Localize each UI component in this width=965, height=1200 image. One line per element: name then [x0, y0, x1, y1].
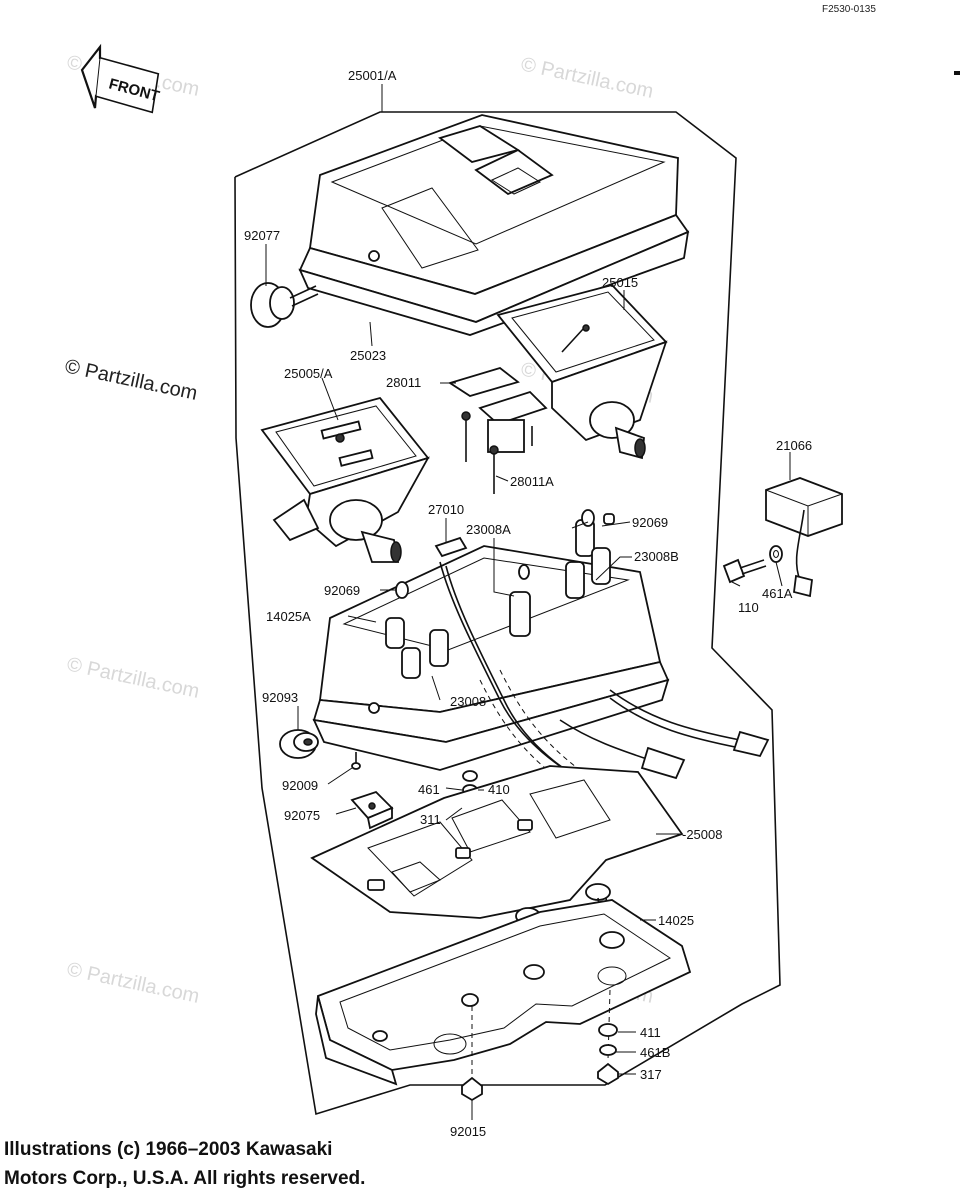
label-411: 411 [640, 1025, 661, 1040]
trip-knob [250, 282, 319, 328]
label-14025: 14025 [658, 913, 694, 928]
label-25015: 25015 [602, 275, 638, 290]
corner-mark [954, 71, 960, 75]
label-25023: 25023 [350, 348, 386, 363]
label-27010: 27010 [428, 502, 464, 517]
label-461b: 461B [640, 1045, 670, 1060]
resistor-unit [765, 477, 843, 598]
front-arrow-icon: FRONT [80, 43, 161, 114]
nut-stack-lower [597, 1023, 619, 1086]
indicator-housing [312, 545, 670, 771]
label-28011: 28011 [386, 375, 421, 390]
label-21066: 21066 [776, 438, 812, 453]
assembly-outline [234, 111, 781, 1116]
label-92075: 92075 [284, 808, 320, 823]
label-92077: 92077 [244, 228, 280, 243]
label-92009: 92009 [282, 778, 318, 793]
label-461a: 461A [762, 586, 793, 601]
label-92015: 92015 [450, 1124, 486, 1139]
indicator-bracket [447, 367, 548, 494]
screw-92009 [351, 752, 361, 770]
label-25001a: 25001/A [348, 68, 397, 83]
bracket-plate [310, 765, 684, 919]
nut-92015 [461, 1076, 483, 1102]
label-311: 311 [420, 812, 441, 827]
speedometer [260, 396, 430, 563]
label-25005a: 25005/A [284, 366, 333, 381]
label-410: 410 [488, 782, 510, 797]
label-317: 317 [640, 1067, 662, 1082]
watermark-main: © Partzilla.com [63, 355, 199, 405]
watermark-2: © Partzilla.com [519, 53, 655, 103]
label-110: 110 [738, 600, 759, 615]
watermark-4: © Partzilla.com [65, 653, 201, 703]
copyright-line-2: Motors Corp., U.S.A. All rights reserved… [4, 1168, 366, 1189]
base-plate [315, 899, 692, 1086]
part-labels: 25001/A 92077 25023 25015 28011 25005/A … [244, 68, 812, 1139]
label-23008a: 23008A [466, 522, 511, 537]
bolt-110 [722, 545, 783, 584]
label-28011a: 28011A [510, 474, 554, 489]
label-92069-upper: 92069 [632, 515, 668, 530]
copyright-notice: Illustrations (c) 1966–2003 Kawasaki Mot… [4, 1135, 365, 1193]
label-23008b: 23008B [634, 549, 679, 564]
leader-lines [265, 84, 791, 1120]
reference-code: F2530-0135 [822, 4, 876, 15]
label-14025a: 14025A [266, 609, 311, 624]
label-92069-lower: 92069 [324, 583, 360, 598]
watermark-6: © Partzilla.com [65, 958, 201, 1008]
label-92093: 92093 [262, 690, 298, 705]
copyright-line-1: Illustrations (c) 1966–2003 Kawasaki [4, 1139, 333, 1160]
label-461: 461 [418, 782, 440, 797]
bulb-sockets [385, 509, 615, 679]
label-25008: -25008 [682, 827, 722, 842]
clip-92075 [350, 790, 394, 830]
label-23008: 23008 [450, 694, 486, 709]
grommet [279, 729, 319, 759]
meter-case [298, 114, 690, 336]
